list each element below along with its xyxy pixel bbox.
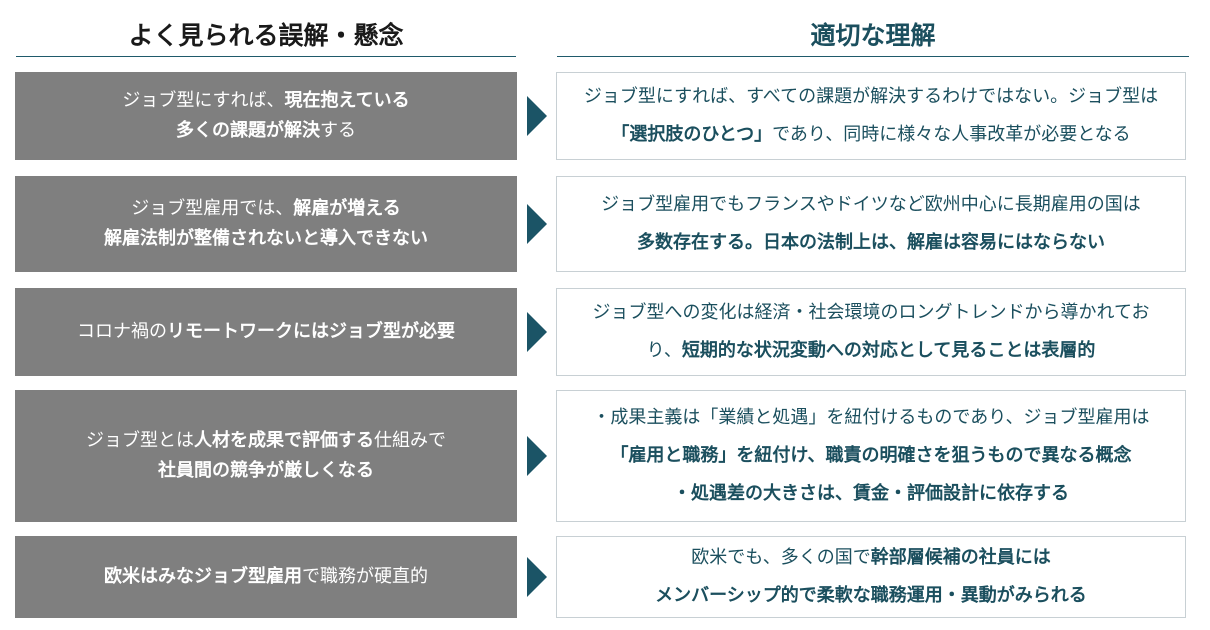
understanding-box: ジョブ型雇用でもフランスやドイツなど欧州中心に長期雇用の国は多数存在する。日本の…: [556, 176, 1186, 272]
text-line: ・処遇差の大きさは、賃金・評価設計に依存する: [673, 475, 1069, 513]
arrow-right-icon: [527, 436, 547, 476]
text-line: メンバーシップ的で柔軟な職務運用・異動がみられる: [655, 577, 1087, 615]
emphasis-text: リモートワークにはジョブ型が必要: [167, 321, 455, 342]
text-segment: 仕組みで: [374, 430, 446, 451]
emphasis-text: 「選択肢のひとつ」: [611, 124, 773, 145]
emphasis-text: 幹部層候補の社員には: [870, 547, 1051, 568]
misconception-box: 欧米はみなジョブ型雇用で職務が硬直的: [15, 536, 517, 618]
text-segment: ジョブ型への変化は経済・社会環境のロングトレンドから導かれてお: [592, 302, 1150, 323]
emphasis-text: メンバーシップ的で柔軟な職務運用・異動がみられる: [655, 585, 1087, 606]
emphasis-text: 多数存在する。日本の法制上は、解雇は容易にはならない: [637, 232, 1105, 253]
text-line: 多くの課題が解決する: [176, 116, 356, 146]
misconception-box: ジョブ型雇用では、解雇が増える解雇法制が整備されないと導入できない: [15, 176, 517, 272]
text-segment: する: [320, 120, 356, 141]
row-2: ジョブ型雇用では、解雇が増える解雇法制が整備されないと導入できない ジョブ型雇用…: [0, 176, 1210, 272]
text-line: ジョブ型とは人材を成果で評価する仕組みで: [86, 426, 446, 456]
text-line: コロナ禍のリモートワークにはジョブ型が必要: [77, 317, 455, 347]
text-line: 「選択肢のひとつ」であり、同時に様々な人事改革が必要となる: [611, 116, 1130, 154]
emphasis-text: 解雇が増える: [293, 198, 401, 219]
text-segment: 欧米でも、多くの国で: [691, 547, 871, 568]
understanding-box: ジョブ型にすれば、すべての課題が解決するわけではない。ジョブ型は「選択肢のひとつ…: [556, 72, 1186, 160]
row-4: ジョブ型とは人材を成果で評価する仕組みで社員間の競争が厳しくなる ・成果主義は「…: [0, 390, 1210, 522]
misconception-box: ジョブ型にすれば、現在抱えている多くの課題が解決する: [15, 72, 517, 160]
row-1: ジョブ型にすれば、現在抱えている多くの課題が解決する ジョブ型にすれば、すべての…: [0, 72, 1210, 160]
understanding-header: 適切な理解: [557, 12, 1189, 57]
emphasis-text: 社員間の競争が厳しくなる: [158, 460, 374, 481]
text-segment: ジョブ型とは: [86, 430, 194, 451]
text-line: ジョブ型雇用でもフランスやドイツなど欧州中心に長期雇用の国は: [601, 186, 1141, 224]
text-line: り、短期的な状況変動への対応として見ることは表層的: [647, 332, 1096, 370]
emphasis-text: 多くの課題が解決: [176, 120, 320, 141]
text-line: ジョブ型雇用では、解雇が増える: [131, 194, 400, 224]
emphasis-text: 欧米はみなジョブ型雇用: [104, 566, 302, 587]
arrow-right-icon: [527, 312, 547, 352]
arrow-right-icon: [527, 96, 547, 136]
understanding-box: ・成果主義は「業績と処遇」を紐付けるものであり、ジョブ型雇用は「雇用と職務」を紐…: [556, 390, 1186, 522]
text-line: ジョブ型にすれば、現在抱えている: [122, 86, 409, 116]
text-segment: で職務が硬直的: [302, 566, 428, 587]
text-line: ・成果主義は「業績と処遇」を紐付けるものであり、ジョブ型雇用は: [592, 399, 1149, 437]
understanding-box: ジョブ型への変化は経済・社会環境のロングトレンドから導かれており、短期的な状況変…: [556, 288, 1186, 376]
text-segment: り、: [646, 340, 682, 361]
text-segment: ジョブ型にすれば、すべての課題が解決するわけではない。ジョブ型は: [583, 86, 1159, 107]
emphasis-text: ・処遇差の大きさは、賃金・評価設計に依存する: [673, 483, 1069, 504]
emphasis-text: 人材を成果で評価する: [194, 430, 374, 451]
text-line: 欧米でも、多くの国で幹部層候補の社員には: [691, 539, 1050, 577]
text-line: ジョブ型への変化は経済・社会環境のロングトレンドから導かれてお: [593, 294, 1150, 332]
text-segment: であり、同時に様々な人事改革が必要となる: [772, 124, 1131, 145]
text-line: 解雇法制が整備されないと導入できない: [104, 224, 428, 254]
text-segment: コロナ禍の: [77, 321, 167, 342]
text-line: 欧米はみなジョブ型雇用で職務が硬直的: [104, 562, 428, 592]
emphasis-text: 短期的な状況変動への対応として見ることは表層的: [681, 340, 1096, 361]
arrow-right-icon: [527, 557, 547, 597]
row-5: 欧米はみなジョブ型雇用で職務が硬直的 欧米でも、多くの国で幹部層候補の社員にはメ…: [0, 536, 1210, 618]
text-line: 「雇用と職務」を紐付け、職責の明確さを狙うもので異なる概念: [610, 437, 1131, 475]
misconception-box: ジョブ型とは人材を成果で評価する仕組みで社員間の競争が厳しくなる: [15, 390, 517, 522]
misconceptions-header: よく見られる誤解・懸念: [16, 12, 516, 57]
arrow-right-icon: [527, 204, 547, 244]
text-line: ジョブ型にすれば、すべての課題が解決するわけではない。ジョブ型は: [584, 78, 1158, 116]
understanding-box: 欧米でも、多くの国で幹部層候補の社員にはメンバーシップ的で柔軟な職務運用・異動が…: [556, 536, 1186, 618]
misconception-box: コロナ禍のリモートワークにはジョブ型が必要: [15, 288, 517, 376]
text-segment: ジョブ型雇用でもフランスやドイツなど欧州中心に長期雇用の国は: [601, 194, 1141, 215]
emphasis-text: 「雇用と職務」を紐付け、職責の明確さを狙うもので異なる概念: [610, 445, 1132, 466]
text-segment: ジョブ型にすれば、: [122, 90, 285, 111]
emphasis-text: 解雇法制が整備されないと導入できない: [104, 228, 428, 249]
text-line: 社員間の競争が厳しくなる: [158, 456, 374, 486]
emphasis-text: 現在抱えている: [284, 90, 410, 111]
row-3: コロナ禍のリモートワークにはジョブ型が必要 ジョブ型への変化は経済・社会環境のロ…: [0, 288, 1210, 376]
text-line: 多数存在する。日本の法制上は、解雇は容易にはならない: [637, 224, 1105, 262]
text-segment: ジョブ型雇用では、: [131, 198, 294, 219]
text-segment: ・成果主義は「業績と処遇」を紐付けるものであり、ジョブ型雇用は: [592, 407, 1150, 428]
